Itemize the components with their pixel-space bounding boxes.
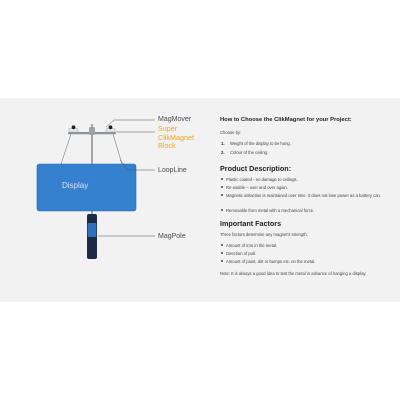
bullet-list-item: Amount of paint, dirt or bumps etc. on t…	[221, 258, 386, 265]
bullet-list-item: Plastic coated - no damage to ceilings.	[221, 176, 386, 183]
list-number: 2.	[221, 149, 225, 155]
numbered-list-item: 1. Weight of the display to be hung.	[221, 140, 381, 147]
magnet-knob-right	[108, 125, 113, 130]
mag-pole-grip-band	[87, 223, 97, 237]
bullet-text: Direction of pull.	[226, 250, 257, 256]
list-item-text: Weight of the display to be hung.	[230, 140, 291, 146]
bullet-list-item: Magnetic attraction is maintained over t…	[221, 192, 386, 199]
list-number: 1.	[221, 140, 225, 146]
factors-intro-text: Three factors determine any magnet's str…	[220, 231, 308, 237]
bullet-dot	[221, 244, 223, 246]
bullet-text: Plastic coated - no damage to ceilings.	[226, 176, 298, 182]
magpole-label: MagPole	[158, 233, 186, 240]
bullet-dot	[221, 252, 223, 254]
choose-by-text: Choose by:	[220, 129, 242, 135]
magmover-label: MagMover	[158, 116, 192, 123]
bullet-list-item: Amount of iron in the metal.	[221, 242, 386, 249]
list-item-text: Colour of the ceiling.	[230, 149, 269, 155]
clikmagnet-block-label: Super ClikMagnet Block	[158, 124, 194, 150]
bullet-dot	[221, 209, 223, 211]
bullet-dot	[221, 260, 223, 262]
magmover-pointer-line	[105, 119, 155, 128]
bullet-dot	[221, 178, 223, 180]
bullet-list-item: Removable from metal with a mechanical f…	[221, 207, 386, 214]
important-factors-heading: Important Factors	[220, 218, 282, 228]
product-description-heading: Product Description:	[220, 163, 292, 173]
numbered-list-item: 2. Colour of the ceiling.	[221, 149, 381, 156]
magnet-knob-left	[71, 125, 76, 130]
loopline-left	[60, 133, 72, 165]
bullet-text: Amount of paint, dirt or bumps etc. on t…	[226, 258, 316, 264]
mag-mover-clamp	[89, 127, 95, 135]
bullet-text: Magnetic attraction is maintained over t…	[226, 192, 382, 198]
bullet-text: Removable from metal with a mechanical f…	[226, 207, 315, 213]
mag-mover	[68, 125, 116, 135]
loopline-pointer-line	[119, 159, 155, 171]
bullet-dot	[221, 186, 223, 188]
display-label: Display	[62, 181, 89, 190]
bullet-dot	[221, 194, 223, 196]
bullet-list-item: Direction of pull.	[221, 250, 386, 257]
display-panel	[36, 163, 137, 212]
bullet-list-item: Re-usable – over and over again.	[221, 184, 386, 191]
section-title: How to Choose the ClikMagnet for your Pr…	[220, 117, 352, 123]
loopline-right	[112, 133, 123, 165]
note-text: Note: It is always a good idea to test t…	[220, 270, 367, 276]
product-diagram	[36, 119, 155, 259]
loopline-label: LoopLine	[158, 167, 187, 174]
bullet-text: Re-usable – over and over again.	[226, 184, 288, 190]
bullet-text: Amount of iron in the metal.	[226, 242, 278, 248]
